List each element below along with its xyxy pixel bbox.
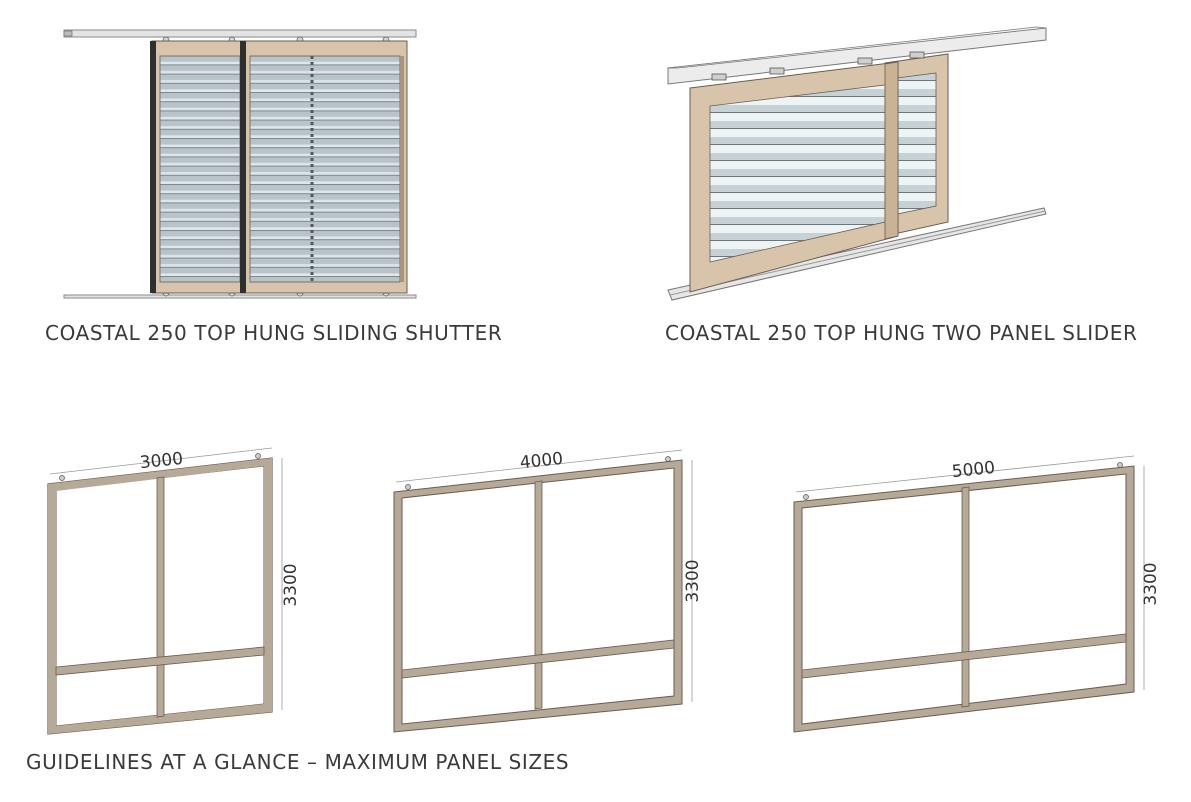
guideline-frame-5000 xyxy=(793,455,1145,733)
width-label-3000: 3000 xyxy=(139,449,184,473)
top-track xyxy=(63,29,417,38)
height-label-frame-2: 3300 xyxy=(683,559,703,602)
left-panel-louvres xyxy=(159,55,241,283)
width-label-4000: 4000 xyxy=(519,449,564,473)
height-label-frame-3: 3300 xyxy=(1141,562,1161,605)
height-label-frame-1: 3300 xyxy=(281,563,301,606)
bottom-guide xyxy=(63,294,417,299)
caption-sliding-shutter: COASTAL 250 TOP HUNG SLIDING SHUTTER xyxy=(45,321,503,345)
center-seal xyxy=(240,41,246,293)
caption-two-panel-slider: COASTAL 250 TOP HUNG TWO PANEL SLIDER xyxy=(665,321,1138,345)
caption-guidelines: GUIDELINES AT A GLANCE – MAXIMUM PANEL S… xyxy=(26,750,570,774)
right-panel-louvres xyxy=(249,55,401,283)
two-panel-slider-drawing xyxy=(667,26,1047,301)
guideline-frame-3000 xyxy=(47,447,283,735)
sliding-shutter-front-drawing xyxy=(63,29,417,299)
guideline-frame-4000 xyxy=(393,449,693,733)
bottom-track-rail xyxy=(667,207,1047,301)
left-panel-seal xyxy=(150,41,156,293)
width-label-5000: 5000 xyxy=(951,458,996,482)
